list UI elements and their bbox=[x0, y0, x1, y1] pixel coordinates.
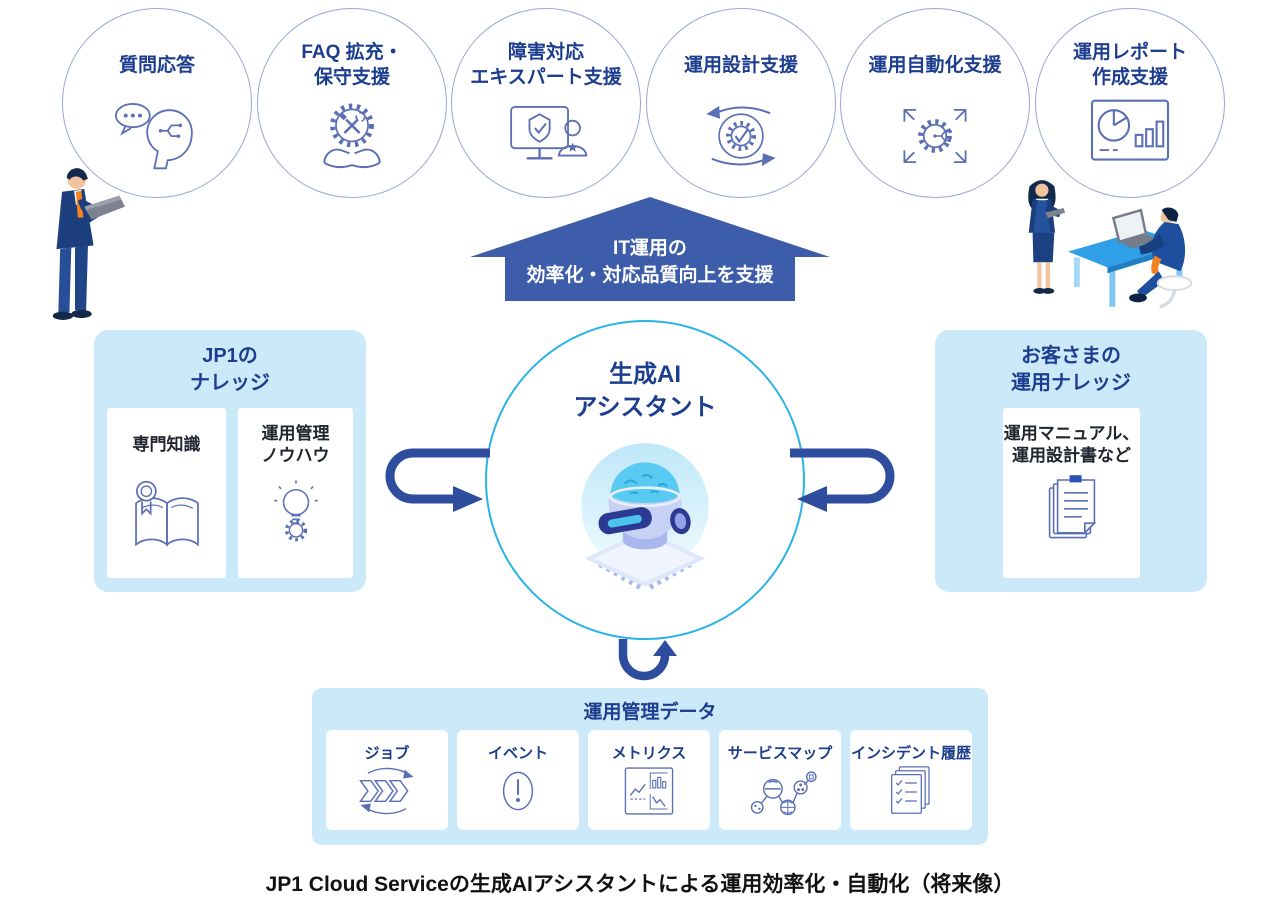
panel-title: 運用管理データ bbox=[583, 702, 717, 723]
capability-circle-expert: 障害対応 エキスパート支援 bbox=[451, 8, 641, 198]
capability-circle-qa: 質問応答 bbox=[62, 8, 252, 198]
metrics-charts-icon bbox=[624, 767, 674, 815]
capability-label: 運用レポート 作成支援 bbox=[1072, 42, 1187, 88]
capability-circle-faq: FAQ 拡充・ 保守支援 bbox=[257, 8, 447, 198]
gear-check-cycle-icon bbox=[706, 105, 776, 167]
customer-knowledge-panel: お客さまの 運用ナレッジ 運用マニュアル、 運用設計書など bbox=[935, 330, 1207, 592]
operation-data-panel: 運用管理データ ジョブ イベント メトリクス bbox=[312, 688, 988, 845]
book-medal-icon bbox=[134, 480, 199, 547]
benefit-arrow: IT運用の 効率化・対応品質向上を支援 bbox=[460, 195, 840, 307]
businesswoman-tablet-illustration bbox=[1028, 180, 1066, 294]
card-label: ジョブ bbox=[364, 745, 410, 762]
data-card-metrics: メトリクス bbox=[588, 730, 710, 830]
ai-robot-icon bbox=[581, 443, 709, 593]
flow-arrow-right bbox=[790, 448, 895, 512]
card-label: イベント bbox=[487, 745, 548, 762]
event-exclamation-icon bbox=[502, 771, 534, 811]
knowledge-card-knowhow: 運用管理 ノウハウ bbox=[238, 408, 353, 578]
capability-label: 障害対応 エキスパート支援 bbox=[470, 42, 622, 88]
capability-label: 運用自動化支援 bbox=[868, 54, 1002, 76]
gear-circuit-expand-icon bbox=[903, 109, 967, 163]
card-label: 専門知識 bbox=[132, 434, 201, 454]
panel-title: お客さまの 運用ナレッジ bbox=[1011, 345, 1131, 394]
knowledge-card-customer-docs: 運用マニュアル、 運用設計書など bbox=[1003, 408, 1140, 578]
service-map-nodes-icon bbox=[750, 771, 817, 816]
card-label: サービスマップ bbox=[727, 745, 833, 762]
benefit-arrow-label: IT運用の 効率化・対応品質向上を支援 bbox=[526, 238, 774, 286]
capability-label: 質問応答 bbox=[118, 54, 195, 76]
data-card-event: イベント bbox=[457, 730, 579, 830]
monitor-shield-expert-icon bbox=[510, 106, 588, 160]
man-at-desk-illustration bbox=[1068, 207, 1193, 309]
card-label: インシデント履歴 bbox=[850, 745, 971, 762]
ai-assistant-title: 生成AI アシスタント bbox=[573, 361, 717, 422]
incident-history-icon bbox=[891, 766, 930, 814]
report-dashboard-icon bbox=[1090, 99, 1170, 161]
data-card-service-map: サービスマップ bbox=[719, 730, 841, 830]
capability-circle-design: 運用設計支援 bbox=[646, 8, 836, 198]
card-label: 運用管理 ノウハウ bbox=[261, 423, 330, 465]
documents-clip-icon bbox=[1048, 475, 1096, 539]
capability-label: 運用設計支援 bbox=[683, 54, 798, 76]
card-label: メトリクス bbox=[611, 745, 687, 762]
panel-title: JP1の ナレッジ bbox=[190, 345, 270, 394]
data-card-job: ジョブ bbox=[326, 730, 448, 830]
chat-brain-icon bbox=[114, 103, 193, 170]
businessman-laptop-illustration bbox=[52, 168, 125, 320]
capability-circle-report: 運用レポート 作成支援 bbox=[1035, 8, 1225, 198]
job-chevrons-icon bbox=[359, 767, 414, 815]
gen-ai-assistant-circle: 生成AI アシスタント bbox=[485, 320, 805, 640]
gear-hands-icon bbox=[323, 103, 381, 169]
flow-arrow-bottom-loop bbox=[618, 639, 677, 681]
capability-circle-automation: 運用自動化支援 bbox=[840, 8, 1030, 198]
card-label: 運用マニュアル、 運用設計書など bbox=[1003, 423, 1140, 465]
diagram-caption: JP1 Cloud Serviceの生成AIアシスタントによる運用効率化・自動化… bbox=[265, 873, 1015, 896]
jp1-knowledge-panel: JP1の ナレッジ 専門知識 運用管理 ノウハウ bbox=[94, 330, 366, 592]
bulb-gear-icon bbox=[273, 480, 318, 542]
knowledge-card-expertise: 専門知識 bbox=[107, 408, 226, 578]
capability-label: FAQ 拡充・ 保守支援 bbox=[301, 42, 403, 88]
up-arrow-shape bbox=[470, 197, 830, 301]
flow-arrow-left bbox=[385, 448, 490, 512]
data-card-incident-history: インシデント履歴 bbox=[850, 730, 972, 830]
